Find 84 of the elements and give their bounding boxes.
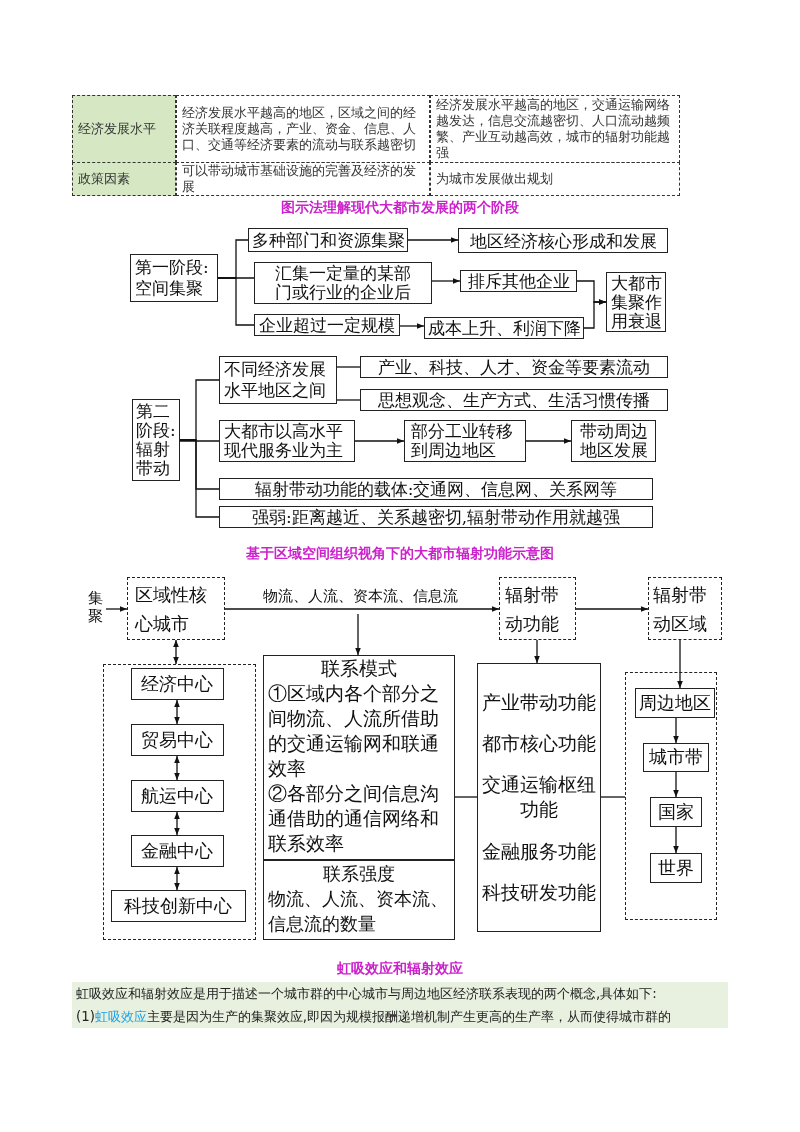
process-box: 部分工业转移到周边地区 (404, 420, 526, 462)
arrow (575, 606, 649, 612)
arrow (173, 639, 179, 665)
process-box: 世界 (649, 852, 702, 883)
box-heading: 联系强度 (322, 862, 396, 886)
dashed-box: 区域性核心城市 (127, 577, 225, 640)
process-box: 带动周边地区发展 (571, 420, 656, 462)
process-box: 成本上升、利润下降 (424, 317, 584, 339)
process-box: 汇集一定量的某部门或行业的企业后 (254, 262, 432, 304)
process-box: 航运中心 (130, 779, 224, 812)
box-text: 物流、人流、资本流、信息流的数量 (268, 887, 449, 936)
arrow (355, 613, 361, 656)
connector-line (600, 796, 626, 798)
process-box: 排斥其他企业 (460, 270, 577, 292)
process-box: 地区经济核心形成和发展 (458, 228, 668, 253)
process-box: 思想观念、生产方式、生活习惯传播 (360, 389, 668, 411)
connector-line (454, 796, 478, 798)
box-text: ②各部分之间信息沟通借助的通信网络和联系效率 (268, 781, 440, 856)
arrow (673, 717, 679, 744)
arrow (105, 606, 128, 612)
dashed-group (625, 672, 717, 920)
process-box: 贸易中心 (130, 723, 224, 756)
table-cell: 为城市发展做出规划 (430, 162, 680, 196)
process-box: 辐射带动功能的载体:交通网、信息网、关系网等 (219, 478, 653, 500)
box-text: 交通运输枢纽功能 (482, 772, 596, 823)
process-box: 经济中心 (130, 667, 224, 700)
connector-line (336, 399, 361, 401)
arrow (673, 826, 679, 854)
table-cell: 经济发展水平越高的地区，区域之间的经济关联程度越高，产业、资金、信息、人口、交通等经济要素的流动与联系越密切 (176, 95, 430, 163)
arrow (354, 438, 405, 444)
arrow (525, 438, 572, 444)
connector-line (179, 439, 220, 518)
process-box: 不同经济发展水平地区之间 (219, 356, 337, 404)
connector-line (217, 277, 255, 326)
arrow (677, 639, 683, 689)
paragraph: 虹吸效应和辐射效应是用于描述一个城市群的中心城市与周边地区经济联系表现的两个概念,具体如下: (72, 982, 728, 1005)
connector-line (179, 440, 220, 442)
edge-label: 物流、人流、资本流、信息流 (261, 587, 459, 605)
dashed-box: 辐射带动功能 (499, 577, 576, 640)
arrow (399, 323, 425, 329)
paragraph: (1)虹吸效应主要是因为生产的集聚效应,即因为规模报酬递增机制产生更高的生产率，从而使得城市群的 (72, 1005, 728, 1028)
box-text: ①区域内各个部分之间物流、人流所借助的交通运输网和联通效率 (268, 681, 440, 781)
connector-line (336, 366, 361, 368)
process-box: 多种部门和资源集聚 (248, 228, 408, 252)
dashed-box: 辐射带动区域 (648, 577, 722, 640)
process-box: 科技创新中心 (110, 889, 246, 922)
process-box (263, 655, 455, 860)
process-box: 城市带 (642, 742, 709, 772)
arrow (174, 866, 180, 891)
box-text: 金融服务功能 (482, 838, 596, 864)
process-box: 企业超过一定规模 (254, 314, 400, 336)
process-box: 大都市集聚作用衰退 (606, 272, 666, 332)
arrow (583, 299, 607, 329)
table-cell: 可以带动城市基础设施的完善及经济的发展 (176, 162, 430, 196)
process-box: 强弱:距离越近、关系越密切,辐射带动作用就越强 (219, 506, 653, 528)
section-title: 虹吸效应和辐射效应 (336, 960, 464, 978)
arrow (431, 278, 461, 284)
section-title: 图示法理解现代大都市发展的两个阶段 (280, 199, 520, 217)
arrow (534, 639, 540, 664)
arrow (174, 699, 180, 725)
process-box (477, 663, 601, 932)
process-box: 第二阶段:辐射带动 (132, 399, 180, 481)
arrow (174, 811, 180, 836)
process-box: 第一阶段:空间集聚 (130, 254, 218, 302)
process-box (263, 860, 455, 940)
process-box: 周边地区 (634, 687, 715, 718)
process-box: 大都市以高水平现代服务业为主 (219, 420, 355, 462)
table-cell: 经济发展水平 (72, 95, 176, 163)
process-box: 国家 (649, 796, 702, 827)
edge-label: 集聚 (86, 589, 104, 627)
table-cell: 经济发展水平越高的地区，交通运输网络越发达，信息交流越密切、人口流动越频繁、产业互动越高效，城市的辐射功能越强 (430, 95, 680, 163)
dashed-group (103, 664, 256, 940)
box-text: 都市核心功能 (482, 731, 596, 757)
arrow (224, 606, 500, 612)
box-heading: 联系模式 (320, 656, 398, 681)
arrow (174, 755, 180, 781)
process-box: 金融中心 (130, 834, 224, 867)
arrow (673, 771, 679, 798)
box-text: 科技研发功能 (482, 879, 596, 905)
box-text: 产业带动功能 (482, 690, 596, 716)
arrow (407, 237, 459, 243)
table-cell: 政策因素 (72, 162, 176, 196)
process-box: 产业、科技、人才、资金等要素流动 (360, 356, 668, 378)
section-title: 基于区域空间组织视角下的大都市辐射功能示意图 (245, 545, 555, 563)
